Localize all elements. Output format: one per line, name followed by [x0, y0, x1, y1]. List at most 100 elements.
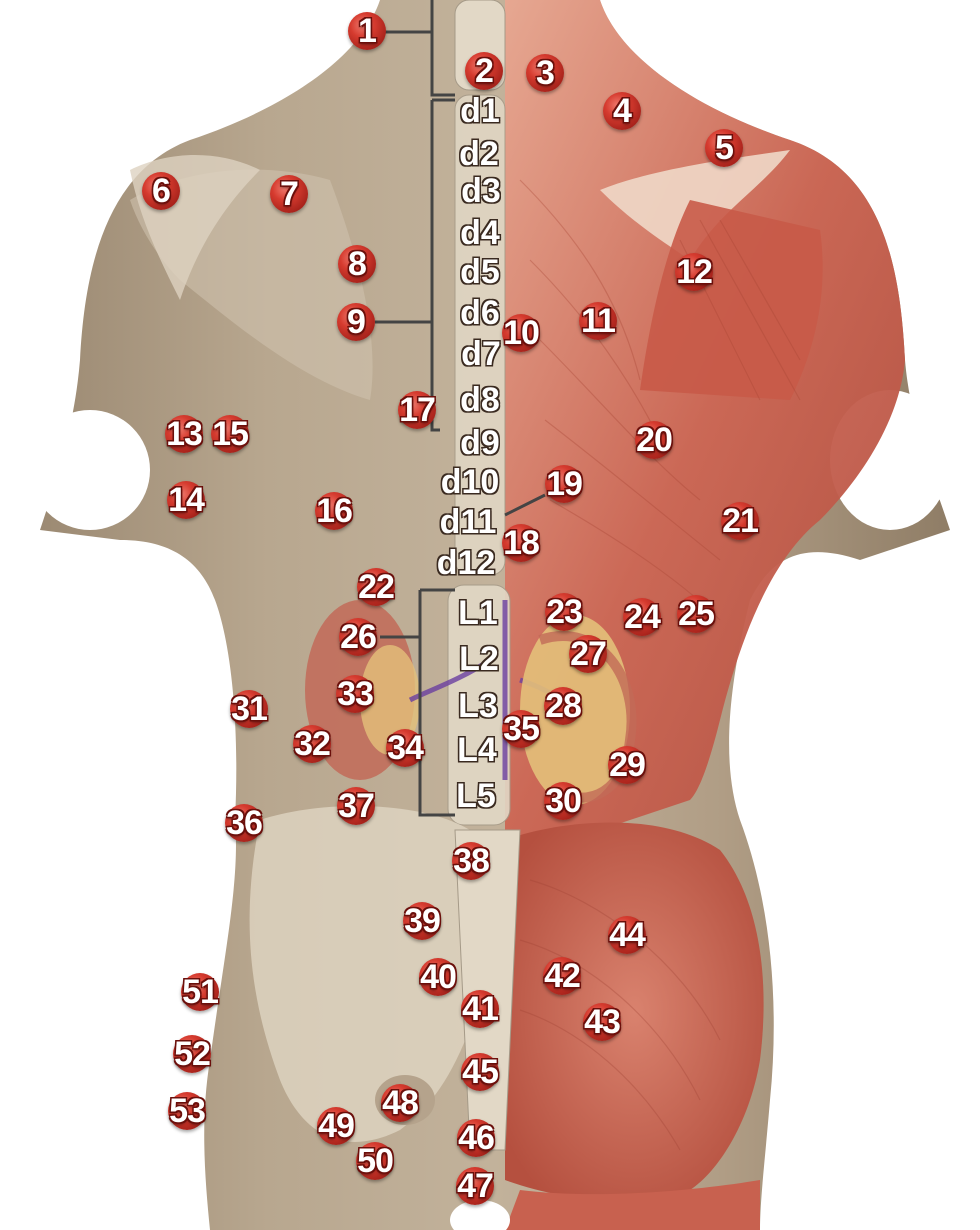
marker-label-38: 38: [453, 842, 490, 880]
marker-dot-12: [675, 253, 713, 291]
marker-label-41: 41: [462, 990, 499, 1028]
vertebra-label-L5: L5: [456, 777, 496, 815]
marker-label-14: 14: [168, 481, 205, 519]
vertebra-label-L3: L3: [458, 687, 498, 725]
marker-label-30: 30: [545, 782, 582, 820]
marker-dot-25: [677, 595, 715, 633]
pelvis-bone: [249, 806, 480, 1142]
vertebra-label-d1: d1: [460, 92, 500, 130]
marker-dot-9: [337, 303, 375, 341]
marker-dot-36: [225, 804, 263, 842]
marker-label-35: 35: [503, 710, 540, 748]
marker-dot-3: [526, 54, 564, 92]
vertebra-label-d4: d4: [460, 214, 500, 252]
marker-label-1: 1: [358, 12, 377, 50]
vertebra-label-d7: d7: [461, 335, 501, 373]
marker-dot-16: [315, 492, 353, 530]
deltoid-muscle: [640, 200, 823, 400]
marker-label-43: 43: [584, 1003, 621, 1041]
marker-dot-45: [461, 1053, 499, 1091]
marker-label-52: 52: [174, 1035, 211, 1073]
marker-label-44: 44: [609, 916, 646, 954]
marker-label-45: 45: [462, 1053, 499, 1091]
marker-dot-34: [386, 729, 424, 767]
marker-label-26: 26: [340, 618, 377, 656]
marker-dot-5: [705, 129, 743, 167]
marker-label-32: 32: [294, 725, 331, 763]
marker-dot-30: [544, 782, 582, 820]
marker-dot-39: [403, 902, 441, 940]
marker-dot-38: [452, 842, 490, 880]
marker-label-25: 25: [678, 595, 715, 633]
marker-dot-40: [419, 958, 457, 996]
marker-dot-15: [211, 415, 249, 453]
marker-label-21: 21: [722, 502, 759, 540]
marker-label-7: 7: [280, 175, 299, 213]
marker-dot-48: [381, 1084, 419, 1122]
marker-dot-21: [721, 502, 759, 540]
marker-label-18: 18: [503, 524, 540, 562]
marker-dot-27: [569, 635, 607, 673]
marker-dot-2: [465, 52, 503, 90]
vertebra-label-d11: d11: [439, 503, 497, 541]
marker-dot-14: [167, 481, 205, 519]
marker-label-40: 40: [420, 958, 457, 996]
marker-label-17: 17: [399, 391, 436, 429]
marker-label-12: 12: [676, 253, 713, 291]
marker-dot-23: [545, 593, 583, 631]
marker-dot-47: [456, 1167, 494, 1205]
marker-dot-51: [181, 973, 219, 1011]
vertebra-label-d2: d2: [459, 135, 499, 173]
vertebra-label-L1: L1: [458, 594, 498, 632]
marker-label-4: 4: [613, 92, 632, 130]
marker-label-19: 19: [546, 465, 583, 503]
marker-label-37: 37: [338, 787, 375, 825]
gluteal-muscle: [505, 822, 764, 1201]
marker-dot-31: [230, 690, 268, 728]
marker-label-13: 13: [166, 415, 203, 453]
marker-dot-52: [173, 1035, 211, 1073]
marker-dot-28: [544, 687, 582, 725]
marker-label-51: 51: [182, 973, 219, 1011]
marker-label-3: 3: [536, 54, 555, 92]
marker-dot-33: [336, 675, 374, 713]
marker-label-20: 20: [636, 421, 673, 459]
marker-dot-44: [608, 916, 646, 954]
marker-dot-24: [623, 598, 661, 636]
marker-dot-53: [168, 1092, 206, 1130]
vertebra-label-d8: d8: [460, 381, 500, 419]
left-arm-cutout: [30, 410, 150, 530]
marker-label-42: 42: [544, 957, 581, 995]
marker-label-15: 15: [212, 415, 249, 453]
coccyx-pad: [450, 1200, 510, 1230]
marker-dot-7: [270, 175, 308, 213]
vertebra-label-d3: d3: [461, 172, 501, 210]
marker-dot-46: [457, 1119, 495, 1157]
marker-label-24: 24: [624, 598, 661, 636]
marker-dot-22: [357, 568, 395, 606]
vertebra-label-d5: d5: [460, 253, 500, 291]
marker-dot-13: [165, 415, 203, 453]
leader-lines: [375, 0, 546, 817]
marker-dot-37: [337, 787, 375, 825]
marker-label-16: 16: [316, 492, 353, 530]
marker-dot-17: [398, 391, 436, 429]
vertebra-label-d10: d10: [440, 463, 500, 501]
marker-label-48: 48: [382, 1084, 419, 1122]
marker-label-9: 9: [347, 303, 366, 341]
marker-label-11: 11: [581, 302, 616, 340]
marker-dot-6: [142, 172, 180, 210]
marker-dot-42: [543, 957, 581, 995]
marker-dot-26: [339, 618, 377, 656]
marker-label-39: 39: [404, 902, 441, 940]
marker-label-22: 22: [358, 568, 395, 606]
marker-label-2: 2: [475, 52, 494, 90]
back-muscle-layer: [505, 0, 905, 838]
vertebra-label-L4: L4: [457, 731, 497, 769]
vertebra-label-d12: d12: [436, 544, 496, 582]
marker-label-33: 33: [337, 675, 374, 713]
marker-label-47: 47: [457, 1167, 494, 1205]
vertebra-label-d9: d9: [460, 424, 500, 462]
marker-dot-35: [502, 710, 540, 748]
